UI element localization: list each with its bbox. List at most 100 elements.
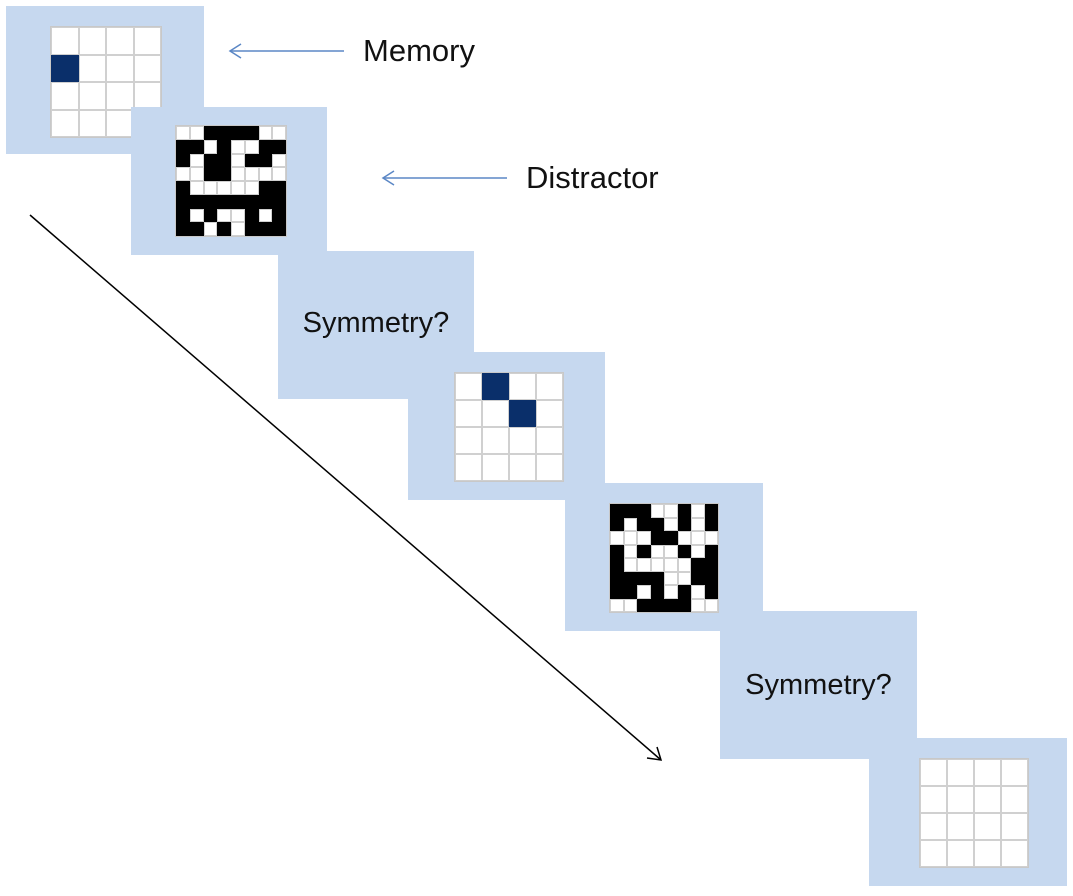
distractor-cell-filled [623, 585, 637, 599]
distractor-cell-filled [610, 517, 624, 531]
memory-cell [974, 813, 1001, 840]
distractor-cell-filled [203, 126, 218, 140]
distractor-cell-filled [704, 504, 718, 518]
distractor-cell-filled [664, 598, 678, 612]
distractor-cell-filled [189, 222, 204, 236]
memory-cell [106, 27, 134, 55]
memory-cell [947, 759, 974, 786]
distractor-cell-filled [203, 208, 218, 223]
distractor-cell [272, 126, 286, 140]
memory-panel-3 [869, 738, 1069, 888]
distractor-cell-filled [677, 585, 691, 599]
distractor-cell-filled [176, 139, 190, 154]
distractor-cell-filled [258, 139, 273, 154]
distractor-cell [203, 222, 218, 236]
memory-cell [509, 427, 536, 454]
memory-cell [78, 54, 106, 82]
distractor-cell [623, 531, 637, 545]
distractor-cell-filled [176, 181, 190, 195]
memory-cell [482, 400, 509, 427]
distractor-cell [176, 126, 190, 140]
distractor-cell-filled [244, 208, 259, 223]
distractor-cell [664, 571, 678, 585]
distractor-cell-filled [704, 517, 718, 531]
memory-cell-filled [482, 373, 509, 400]
distractor-cell-filled [176, 194, 190, 209]
distractor-cell-filled [637, 504, 651, 518]
memory-pointer-arrow [228, 43, 344, 59]
memory-cell [920, 786, 947, 813]
distractor-cell-filled [272, 222, 286, 236]
distractor-cell [258, 167, 273, 181]
memory-cell [455, 373, 482, 400]
memory-cell [133, 27, 161, 55]
distractor-cell-filled [217, 194, 231, 209]
distractor-cell [231, 139, 245, 154]
distractor-cell-filled [704, 585, 718, 599]
distractor-cell [664, 517, 678, 531]
distractor-cell-filled [244, 194, 259, 209]
distractor-cell-filled [231, 194, 245, 209]
distractor-cell-filled [637, 517, 651, 531]
memory-cell [947, 840, 974, 867]
distractor-cell [272, 167, 286, 181]
distractor-cell-filled [244, 126, 259, 140]
distractor-cell [637, 558, 651, 572]
distractor-cell [704, 598, 718, 612]
distractor-cell-filled [677, 598, 691, 612]
distractor-cell-filled [176, 153, 190, 168]
distractor-cell-filled [650, 585, 664, 599]
distractor-cell-filled [217, 153, 231, 168]
memory-cell-filled [51, 54, 79, 82]
memory-cell [536, 373, 563, 400]
distractor-cell [637, 585, 651, 599]
distractor-cell [258, 208, 273, 223]
distractor-cell [258, 126, 273, 140]
distractor-cell-filled [704, 558, 718, 572]
distractor-cell-filled [691, 558, 705, 572]
distractor-grid-1 [175, 125, 287, 237]
distractor-panel-2 [565, 483, 765, 633]
distractor-cell-filled [203, 167, 218, 181]
memory-cell [1001, 786, 1028, 813]
distractor-cell-filled [272, 208, 286, 223]
memory-cell [974, 786, 1001, 813]
distractor-cell-filled [244, 222, 259, 236]
distractor-cell [176, 167, 190, 181]
memory-cell [482, 427, 509, 454]
memory-cell [509, 373, 536, 400]
distractor-cell-filled [217, 167, 231, 181]
memory-cell [536, 454, 563, 481]
memory-cell [78, 27, 106, 55]
distractor-cell [189, 167, 204, 181]
distractor-cell [272, 153, 286, 168]
memory-cell [78, 109, 106, 137]
distractor-cell [623, 598, 637, 612]
memory-grid-3 [919, 758, 1029, 868]
memory-cell [78, 82, 106, 110]
memory-cell [51, 109, 79, 137]
distractor-panel-1 [131, 107, 329, 257]
distractor-cell [244, 139, 259, 154]
distractor-cell [231, 208, 245, 223]
distractor-cell-filled [637, 544, 651, 558]
distractor-cell [677, 531, 691, 545]
distractor-cell [664, 544, 678, 558]
memory-cell [482, 454, 509, 481]
memory-cell [920, 759, 947, 786]
distractor-cell-filled [272, 139, 286, 154]
distractor-cell [203, 139, 218, 154]
memory-cell [1001, 813, 1028, 840]
memory-cell-filled [509, 400, 536, 427]
memory-cell [974, 759, 1001, 786]
distractor-cell [610, 531, 624, 545]
distractor-cell-filled [244, 153, 259, 168]
distractor-cell [704, 531, 718, 545]
distractor-cell-filled [203, 194, 218, 209]
distractor-cell [610, 598, 624, 612]
memory-cell [920, 813, 947, 840]
distractor-cell [623, 558, 637, 572]
memory-cell [455, 454, 482, 481]
distractor-cell [217, 181, 231, 195]
